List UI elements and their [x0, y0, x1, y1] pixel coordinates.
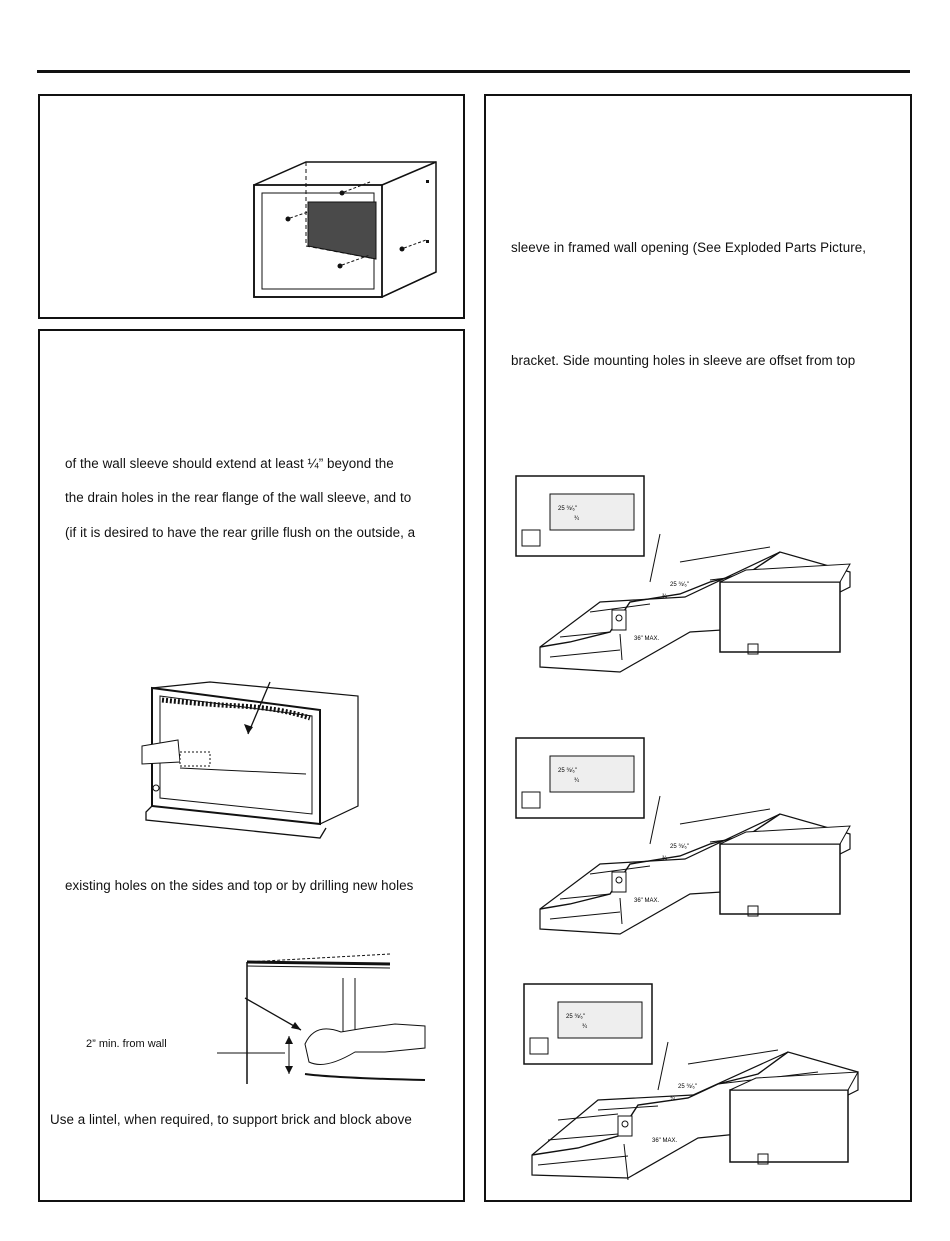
clearance-illustration	[217, 953, 426, 1084]
masonry-panel	[484, 94, 912, 1202]
sleeve-insertion-illustration	[141, 681, 359, 839]
instruction-line-3: (if it is desired to have the rear grill…	[65, 525, 416, 540]
fig3-max-height: 36" MAX.	[652, 1138, 677, 1144]
inset3-dim-width: 25 ¾⁄₆"	[566, 1014, 585, 1020]
right-line-2: bracket. Side mounting holes in sleeve a…	[511, 353, 856, 368]
wall-sleeve-illustration	[253, 161, 437, 298]
fig1-dim-small: ¾	[662, 594, 668, 600]
header-rule	[37, 70, 910, 73]
sleeve-panel	[38, 94, 465, 319]
inset3-dim-small: ¾	[582, 1024, 588, 1030]
right-line-1: sleeve in framed wall opening (See Explo…	[511, 240, 866, 255]
inset2-dim-width: 25 ¾⁄₆"	[558, 768, 577, 774]
masonry-figure-1: 25 ¾⁄₆" ¾ 25 ¾⁄₆" ¾ 36" MAX.	[515, 475, 851, 673]
instruction-line-1: of the wall sleeve should extend at leas…	[65, 456, 394, 471]
instruction-line-4: existing holes on the sides and top or b…	[65, 878, 414, 893]
masonry-figure-3: 25 ¾⁄₆" ¾ 25 ¾⁄₆" ¾ 36" MAX.	[523, 983, 859, 1181]
fig2-dim-width: 25 ¾⁄₆"	[670, 844, 689, 850]
fig2-dim-small: ¾	[662, 856, 668, 862]
fig1-dim-width: 25 ¾⁄₆"	[670, 582, 689, 588]
instruction-line-5: Use a lintel, when required, to support …	[50, 1112, 412, 1127]
fig1-max-height: 36" MAX.	[634, 636, 659, 642]
masonry-figure-2: 25 ¾⁄₆" ¾ 25 ¾⁄₆" ¾ 36" MAX.	[515, 737, 851, 935]
inset-dim-width: 25 ¾⁄₆"	[558, 506, 577, 512]
instruction-line-2: the drain holes in the rear flange of th…	[65, 490, 412, 505]
inset-dim-small: ¾	[574, 516, 580, 522]
fig3-dim-width: 25 ¾⁄₆"	[678, 1084, 697, 1090]
inset2-dim-small: ¾	[574, 778, 580, 784]
fig3-dim-small: ¾	[670, 1096, 676, 1102]
fig2-max-height: 36" MAX.	[634, 898, 659, 904]
clearance-label: 2” min. from wall	[86, 1038, 167, 1050]
installation-panel	[38, 329, 465, 1202]
